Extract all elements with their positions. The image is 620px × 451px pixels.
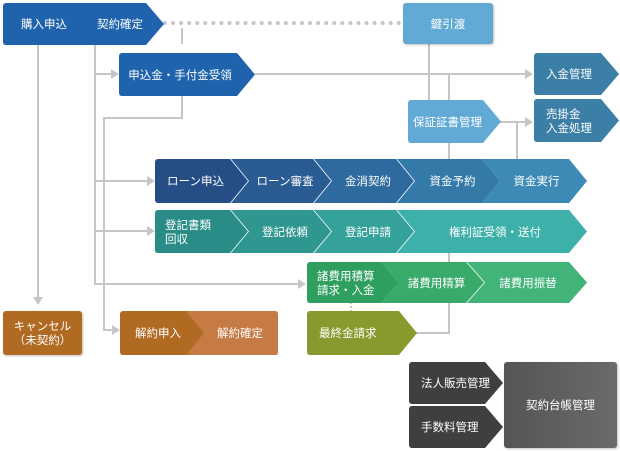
connector-arrowhead xyxy=(112,325,120,335)
connector-line xyxy=(516,121,518,159)
dotted-connector xyxy=(163,21,401,25)
step-label: 契約台帳管理 xyxy=(526,398,595,412)
connector-arrowhead xyxy=(298,279,306,289)
connector-line xyxy=(94,180,150,182)
connector-line xyxy=(448,302,450,333)
step-label: 申込金・手付金受領 xyxy=(128,67,232,82)
connector-line xyxy=(500,121,527,123)
step-label: 諸費用積算 請求・入金 xyxy=(317,268,375,297)
step-cancel[interactable]: キャンセル （未契約） xyxy=(3,311,82,355)
connector-line xyxy=(103,117,105,330)
step-label: ローン申込 xyxy=(167,174,224,188)
connector-line xyxy=(412,332,450,334)
connector-line xyxy=(37,44,39,299)
step-guarantee-management[interactable]: 保証証書管理 xyxy=(408,100,501,143)
connector-arrowhead xyxy=(525,117,533,127)
step-label: 入金管理 xyxy=(546,67,592,81)
step-payment-management[interactable]: 入金管理 xyxy=(534,53,619,95)
connector-arrowhead xyxy=(111,69,119,79)
step-label: 諸費用振替 xyxy=(499,275,557,290)
step-label: 保証証書管理 xyxy=(413,114,482,129)
connector-line xyxy=(103,117,183,119)
step-final-billing[interactable]: 最終金請求 xyxy=(307,311,417,355)
step-label: 解約確定 xyxy=(217,326,263,340)
step-expense-estimate[interactable]: 諸費用積算 請求・入金 xyxy=(307,262,399,303)
step-receivable-processing[interactable]: 売掛金 入金処理 xyxy=(534,99,619,142)
connector-line xyxy=(181,96,183,118)
step-label: 金消契約 xyxy=(345,174,391,188)
connector-line xyxy=(448,253,450,262)
step-label: キャンセル （未契約） xyxy=(13,319,72,347)
step-label: 登記申請 xyxy=(345,224,391,239)
step-registration-request[interactable]: 登記依頼 xyxy=(231,210,331,253)
connector-line xyxy=(103,329,115,331)
step-key-handover[interactable]: 鍵引渡 xyxy=(403,3,493,44)
connector-arrowhead xyxy=(33,297,43,305)
step-label: 登記書類 回収 xyxy=(165,217,211,246)
connector-line xyxy=(255,73,527,75)
step-label: 登記依頼 xyxy=(262,224,308,239)
connector-line xyxy=(428,44,430,102)
connector-line xyxy=(181,28,183,44)
step-contract-ledger[interactable]: 契約台帳管理 xyxy=(504,362,617,448)
step-registration-docs[interactable]: 登記書類 回収 xyxy=(155,210,248,253)
step-label: 鍵引渡 xyxy=(430,16,466,31)
connector-arrowhead xyxy=(147,226,155,236)
step-label: 権利証受領・送付 xyxy=(449,224,541,239)
connector-line xyxy=(94,283,300,285)
step-label: 法人販売管理 xyxy=(421,376,490,390)
connector-line xyxy=(448,73,450,103)
connector-line xyxy=(94,73,114,75)
connector-arrowhead xyxy=(147,176,155,186)
step-purchase-apply[interactable]: 購入申込 xyxy=(3,3,85,45)
connector-line xyxy=(448,142,450,160)
step-loan-apply[interactable]: ローン申込 xyxy=(155,159,248,203)
step-label: 購入申込 xyxy=(21,17,67,31)
step-label: 資金予約 xyxy=(429,174,476,188)
step-label: 契約確定 xyxy=(97,17,143,31)
step-label: 手数料管理 xyxy=(421,420,479,434)
connector-arrowhead xyxy=(525,69,533,79)
step-label: 資金実行 xyxy=(513,174,560,188)
step-label: 解約申入 xyxy=(135,326,181,340)
step-corporate-sales[interactable]: 法人販売管理 xyxy=(409,362,503,404)
step-label: 諸費用精算 xyxy=(407,275,466,290)
connector-line xyxy=(94,44,96,284)
dotted-connector xyxy=(350,302,352,312)
step-deposit-receipt[interactable]: 申込金・手付金受領 xyxy=(119,53,255,96)
step-fee-management[interactable]: 手数料管理 xyxy=(409,406,503,448)
step-expense-transfer[interactable]: 諸費用振替 xyxy=(467,262,587,303)
step-title-deed-receipt[interactable]: 権利証受領・送付 xyxy=(397,210,587,253)
step-label: 最終金請求 xyxy=(319,326,377,340)
step-label: 売掛金 入金処理 xyxy=(546,106,592,135)
connector-line xyxy=(94,230,150,232)
step-label: ローン審査 xyxy=(256,174,314,188)
